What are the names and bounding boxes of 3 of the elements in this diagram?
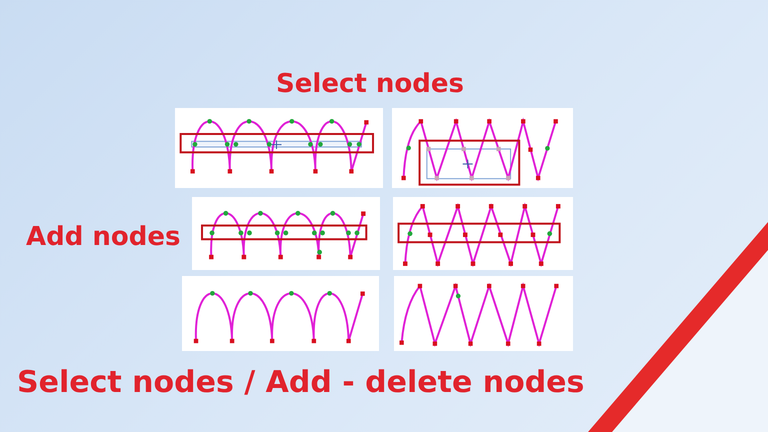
section-heading: Select nodes bbox=[276, 70, 464, 100]
page-title: Select nodes / Add - delete nodes bbox=[17, 366, 584, 400]
row-label: Add nodes bbox=[26, 223, 180, 253]
